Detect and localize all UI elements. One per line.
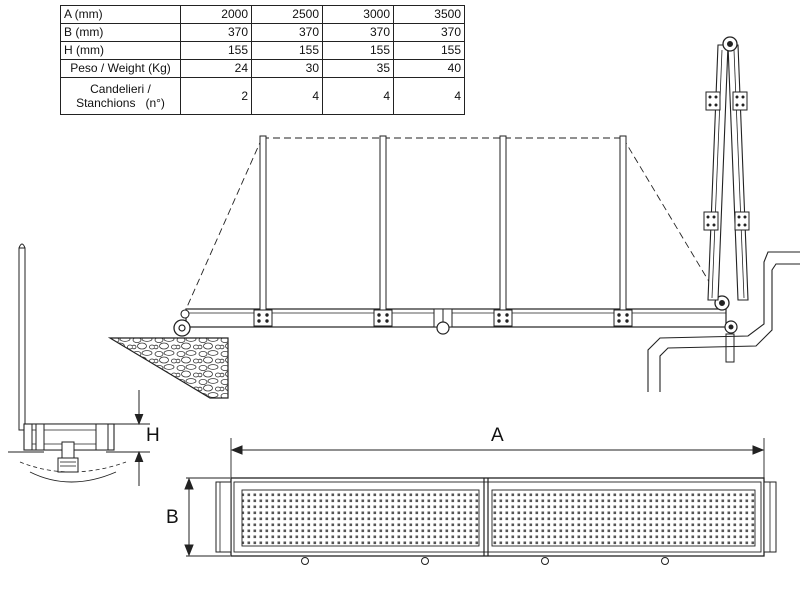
rope-right	[622, 137, 721, 301]
stanchion	[253, 135, 273, 327]
stanchion	[493, 135, 513, 327]
right-hinge	[714, 295, 738, 363]
cell: 4	[251, 77, 323, 115]
cell: 155	[180, 41, 252, 60]
rope-left	[182, 137, 263, 317]
left-hinge-roller	[173, 309, 191, 337]
spec-row-stanchions: Candelieri / Stanchions (n°) 2 4 4 4	[60, 77, 465, 115]
stanchion	[373, 135, 393, 327]
spec-row-weight: Peso / Weight (Kg) 24 30 35 40	[60, 59, 465, 78]
section-detail	[8, 243, 150, 486]
boat-stern-profile	[647, 251, 800, 392]
stanchion	[613, 135, 633, 327]
dimension-label-b: B	[166, 507, 179, 528]
spec-table: A (mm) 2000 2500 3000 3500 B (mm) 370 37…	[60, 5, 465, 115]
cell: 370	[180, 23, 252, 42]
spec-row-a: A (mm) 2000 2500 3000 3500	[60, 5, 465, 24]
perforated-panel	[241, 489, 480, 547]
row-label-line2: Stanchions (n°)	[76, 96, 165, 110]
cell: 4	[393, 77, 465, 115]
dimension-label-a: A	[491, 425, 504, 446]
row-label: Candelieri / Stanchions (n°)	[60, 77, 181, 115]
gangway-side-view	[173, 135, 738, 363]
perforated-panel	[491, 489, 756, 547]
spec-row-b: B (mm) 370 370 370 370	[60, 23, 465, 42]
dimension-label-h: H	[146, 425, 160, 446]
cell: 3500	[393, 5, 465, 24]
gangway-plan-view	[184, 438, 777, 565]
gangway-raised-position	[703, 36, 750, 301]
cell: 2	[180, 77, 252, 115]
center-joint	[433, 308, 453, 335]
cell: 4	[322, 77, 394, 115]
quay-stone-block	[107, 337, 229, 399]
cell: 40	[393, 59, 465, 78]
row-label-line1: Candelieri /	[90, 82, 151, 96]
